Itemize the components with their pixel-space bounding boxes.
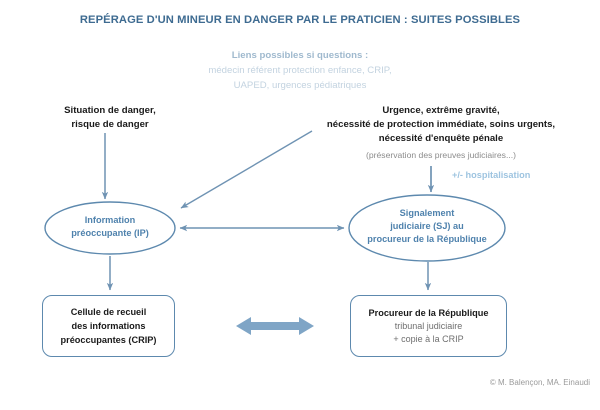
- box-crip-line-3: préoccupantes (CRIP): [60, 335, 157, 345]
- subtitle-block: Liens possibles si questions : médecin r…: [0, 48, 600, 93]
- subtitle-line-1: Liens possibles si questions :: [231, 50, 369, 61]
- box-procureur-line-1: Procureur de la République: [368, 307, 489, 318]
- oval-ip-label: Information préoccupante (IP): [40, 214, 180, 240]
- page-title: REPÉRAGE D'UN MINEUR EN DANGER PAR LE PR…: [79, 14, 521, 26]
- label-urgence-line-1: Urgence, extrême gravité,: [382, 105, 500, 116]
- oval-sj-line-2: judiciaire (SJ) au: [390, 221, 464, 231]
- arrow-crip-procureur-bidirectional: [236, 317, 314, 335]
- label-preservation-preuves: (préservation des preuves judiciaires...…: [366, 150, 516, 160]
- label-hospitalisation: +/- hospitalisation: [452, 170, 531, 180]
- oval-ip-line-1: Information: [84, 215, 136, 225]
- box-procureur-line-3: + copie à la CRIP: [393, 334, 464, 344]
- copyright-credit: © M. Balençon, MA. Einaudi: [489, 378, 590, 387]
- label-situation-danger: Situation de danger, risque de danger: [20, 104, 200, 132]
- box-crip-line-1: Cellule de recueil: [70, 307, 147, 317]
- oval-ip-line-2: préoccupante (IP): [71, 228, 149, 238]
- label-situation-danger-line-2: risque de danger: [71, 119, 149, 130]
- oval-sj-line-1: Signalement: [399, 208, 455, 218]
- oval-sj-label: Signalement judiciaire (SJ) au procureur…: [352, 207, 502, 246]
- label-urgence-gravite: Urgence, extrême gravité, nécessité de p…: [296, 104, 586, 146]
- box-crip-line-2: des informations: [71, 321, 146, 331]
- subtitle-line-3: UAPED, urgences pédiatriques: [233, 80, 367, 91]
- label-situation-danger-line-1: Situation de danger,: [64, 105, 156, 116]
- label-urgence-line-2: nécessité de protection immédiate, soins…: [326, 119, 556, 130]
- oval-sj-line-3: procureur de la République: [367, 234, 487, 244]
- box-crip: Cellule de recueil des informations préo…: [42, 295, 175, 357]
- arrow-diagonal-to-ip: [180, 130, 313, 209]
- box-procureur-line-2: tribunal judiciaire: [394, 320, 463, 331]
- subtitle-line-2: médecin référent protection enfance, CRI…: [208, 65, 392, 76]
- box-procureur: Procureur de la République tribunal judi…: [350, 295, 507, 357]
- label-urgence-line-3: nécessité d'enquête pénale: [378, 133, 504, 144]
